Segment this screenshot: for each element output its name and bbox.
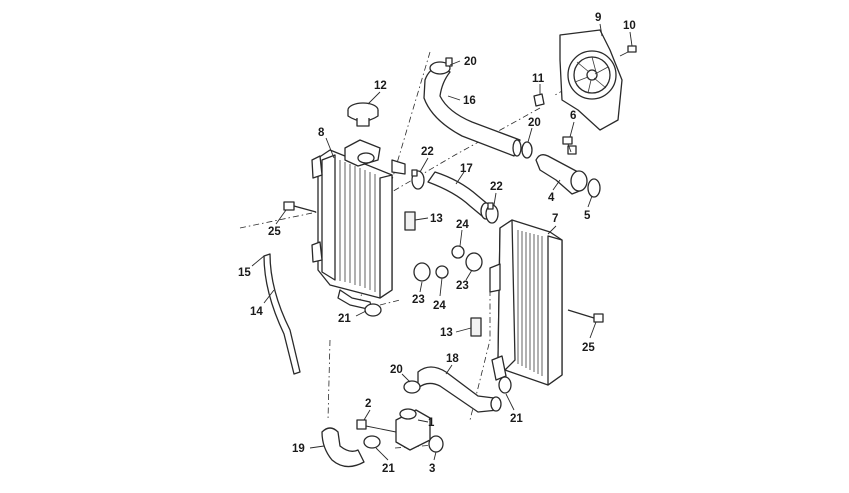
callout-20a: 20 [464,56,477,68]
hose-clamps-22 [411,169,499,224]
callout-12: 12 [374,80,387,92]
callout-24b: 24 [433,300,446,312]
callout-15: 15 [238,267,251,279]
callout-8: 8 [318,127,325,139]
callout-25a: 25 [268,226,281,238]
callout-labels: 1 2 3 4 5 6 7 8 9 10 11 12 13 13 14 15 1… [238,12,636,475]
hose-clamps-21 [363,303,512,449]
callout-17: 17 [460,163,473,175]
bottom-hose [321,427,365,468]
callout-20c: 20 [390,364,403,376]
water-pump-joint [395,408,431,451]
left-radiator [311,139,406,311]
clip-11 [533,93,545,107]
callout-2: 2 [365,398,371,410]
thermostat-housing [535,145,588,195]
callout-21a: 21 [338,313,351,325]
pads-13 [404,211,482,337]
leader-lines [251,23,633,461]
callout-14: 14 [250,306,263,318]
callout-5: 5 [584,210,591,222]
overflow-hose [263,253,301,375]
bolt-10 [619,45,637,57]
callout-9: 9 [595,12,601,24]
callout-21b: 21 [510,413,523,425]
callout-21c: 21 [382,463,395,475]
callout-3: 3 [429,463,435,475]
callout-13b: 13 [440,327,453,339]
hose-clamp-middle [521,141,533,159]
callout-4: 4 [548,192,555,204]
bolt-6 [562,136,573,153]
collars-24 [435,245,465,279]
hose-clamp-lower [403,380,421,394]
callout-23b: 23 [456,280,469,292]
cooling-fan-shroud [559,29,623,131]
callout-6: 6 [570,110,576,122]
callout-7: 7 [552,213,558,225]
bolt-2 [356,419,397,433]
radiator-cap [347,102,379,127]
callout-16: 16 [463,95,476,107]
callout-13a: 13 [430,213,443,225]
right-radiator [489,219,563,386]
callout-19: 19 [292,443,305,455]
upper-hose [423,67,522,157]
lower-hose [417,366,502,413]
callout-23a: 23 [412,294,425,306]
callout-22b: 22 [490,181,503,193]
bolts-25 [283,201,604,323]
hose-clamp-top [429,57,453,75]
callout-20b: 20 [528,117,541,129]
callout-25b: 25 [582,342,595,354]
o-ring [587,178,601,198]
callout-24a: 24 [456,219,469,231]
callout-11: 11 [532,73,545,85]
callout-18: 18 [446,353,459,365]
callout-10: 10 [623,20,636,32]
callout-22a: 22 [421,146,434,158]
grommets-23 [413,252,483,282]
callout-1: 1 [428,417,435,429]
cap-3 [428,435,444,453]
